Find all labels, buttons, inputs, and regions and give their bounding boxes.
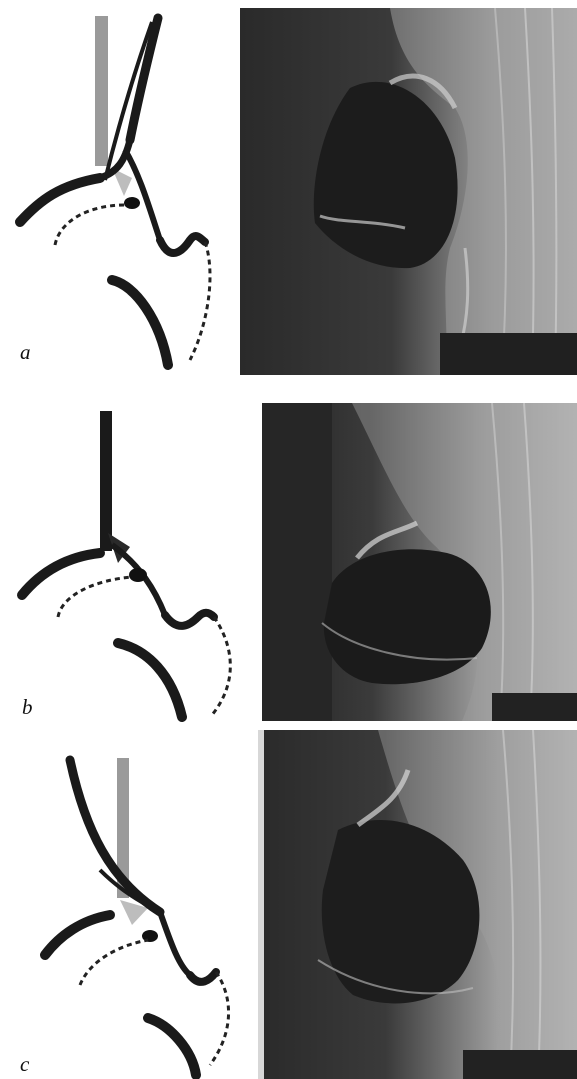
- schematic-drawing-b: [0, 395, 260, 725]
- ultrasound-image-c: [258, 730, 577, 1079]
- panel-label-b: b: [22, 695, 33, 720]
- panel-label-c: c: [20, 1052, 29, 1077]
- schematic-drawing-a: [0, 0, 235, 375]
- panel-label-a: a: [20, 340, 31, 365]
- schematic-drawing-c: [0, 730, 256, 1079]
- ultrasound-image-b: [262, 403, 577, 721]
- ultrasound-image-a: [240, 8, 577, 375]
- panel-a: a: [0, 0, 577, 375]
- panel-c: c: [0, 730, 577, 1079]
- panel-b: b: [0, 395, 577, 725]
